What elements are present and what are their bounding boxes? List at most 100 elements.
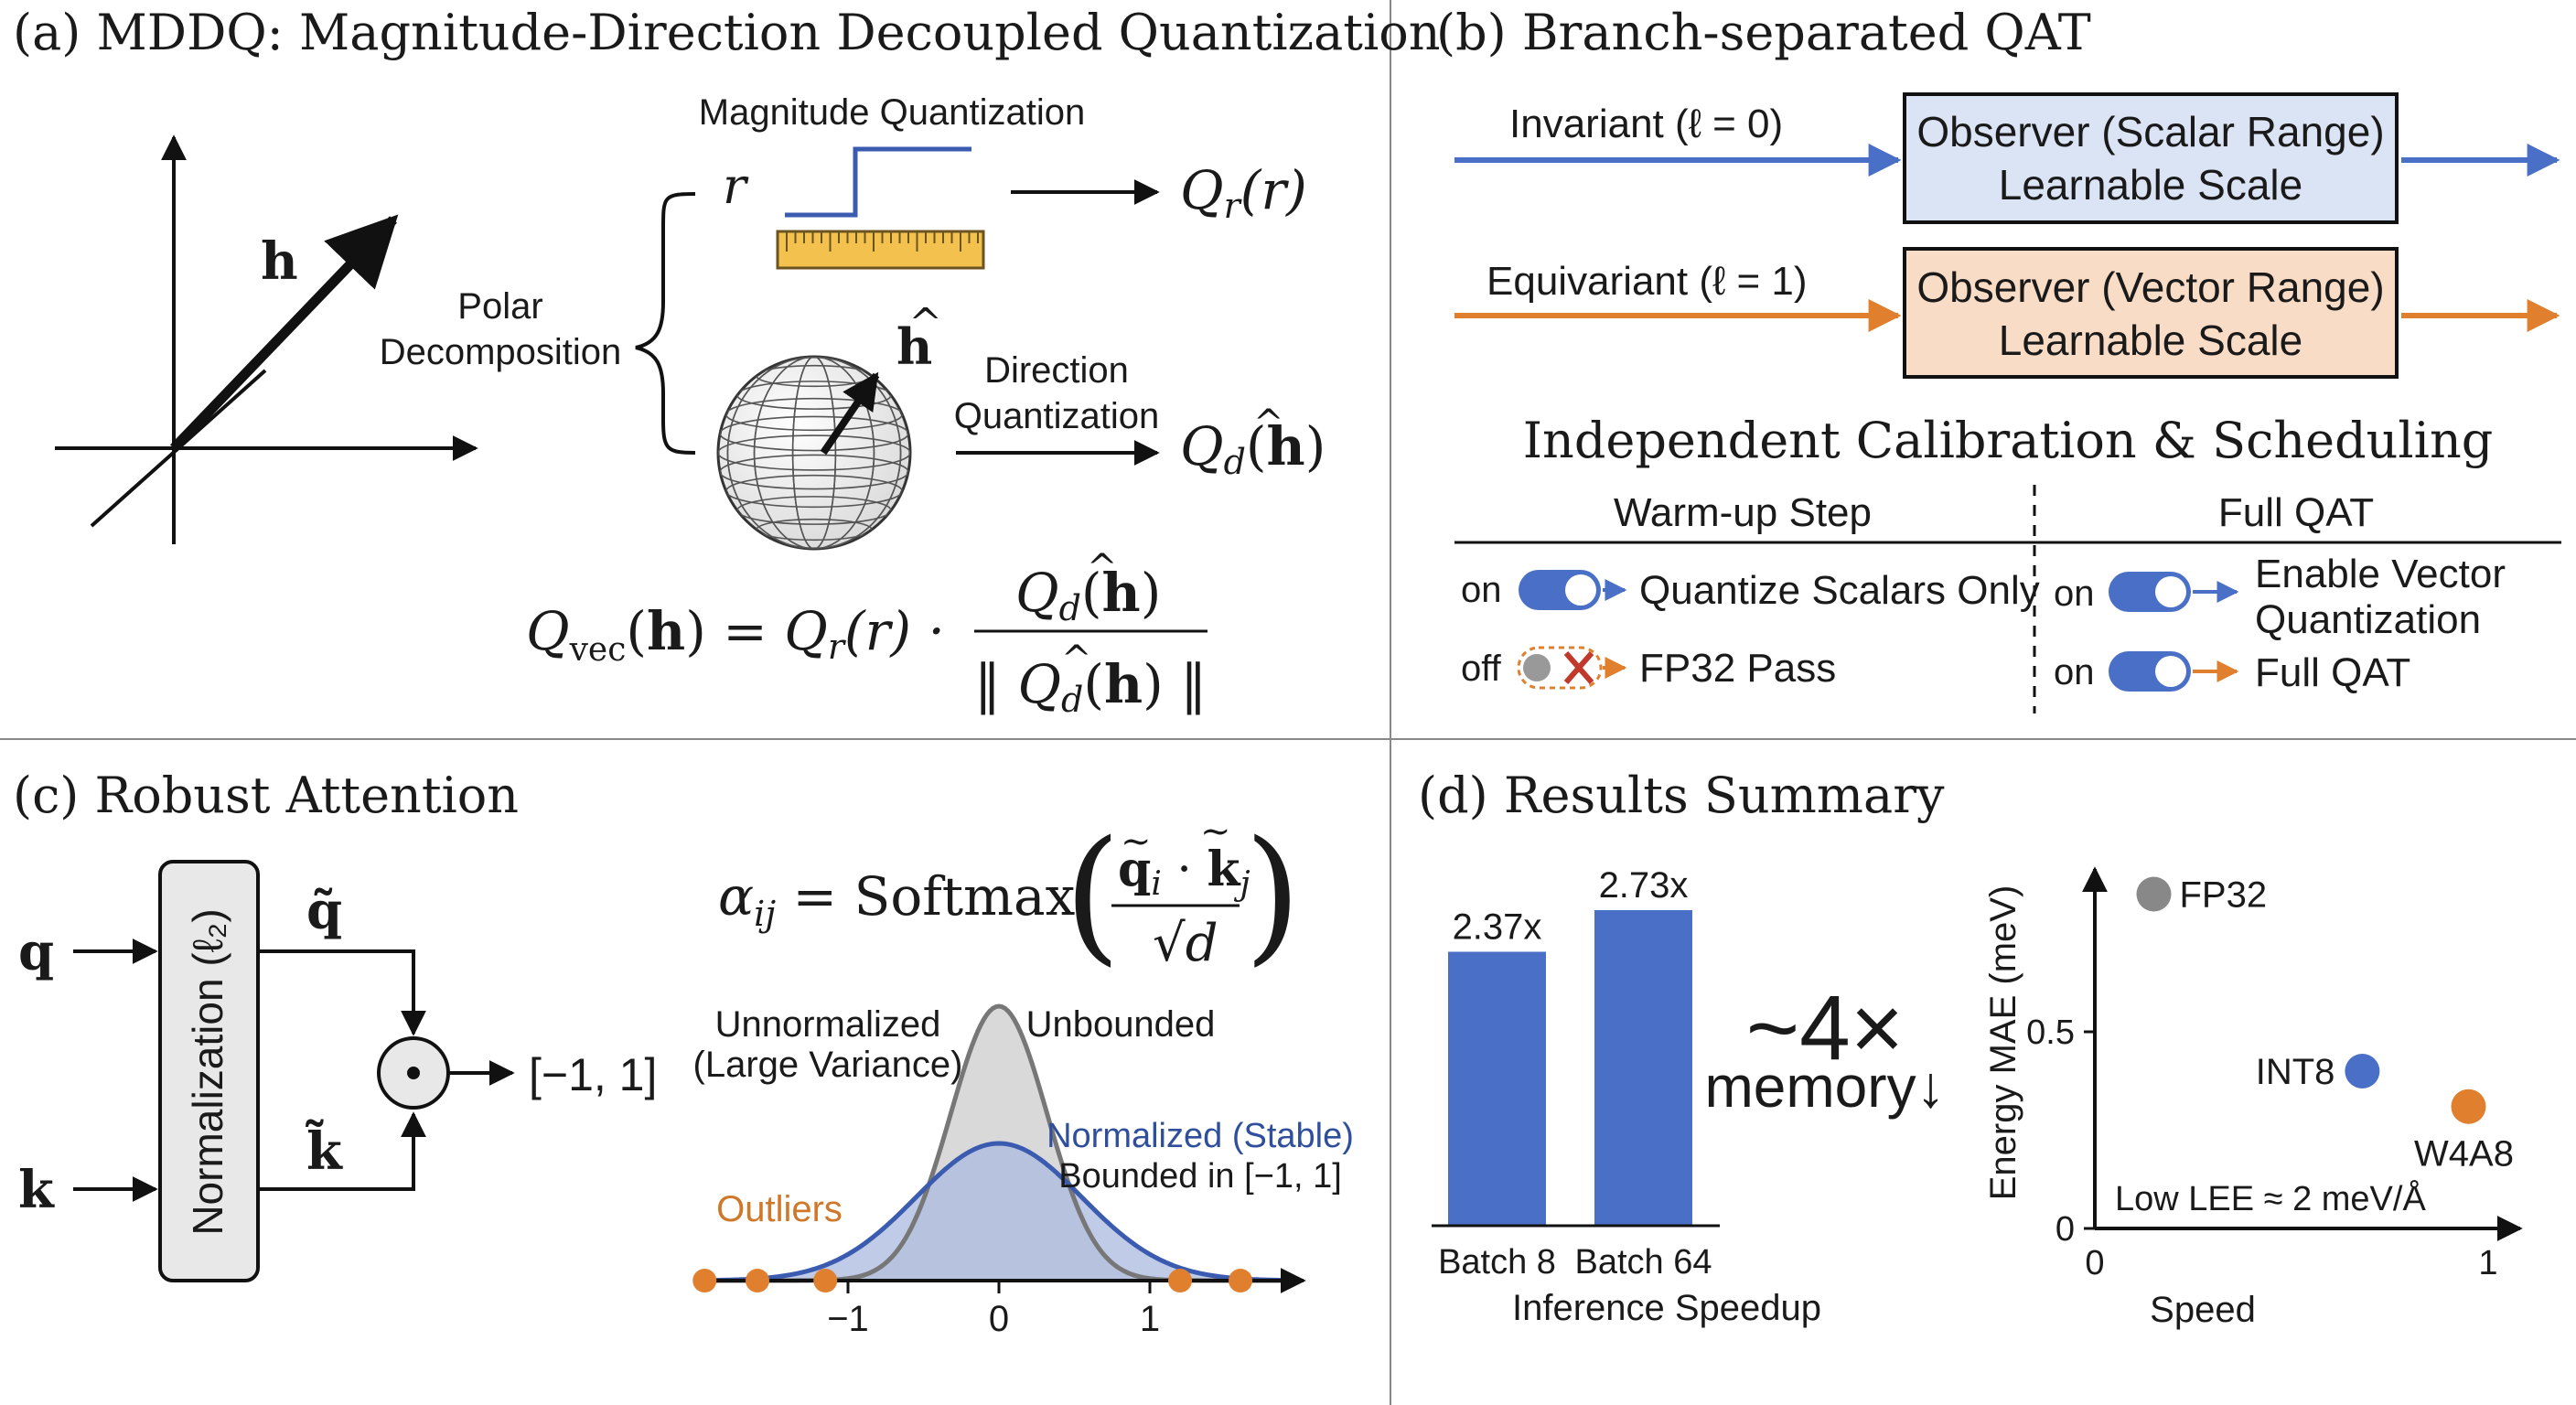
outlier-point — [1229, 1269, 1252, 1292]
svg-text:‖ Qd(h) ‖: ‖ Qd(h) ‖ — [974, 653, 1207, 720]
svg-text:^: ^ — [1061, 638, 1092, 681]
fullqat-header: Full QAT — [2218, 490, 2374, 535]
observer-scalar-line2: Learnable Scale — [1999, 161, 2302, 209]
curly-brace — [635, 192, 696, 455]
outlier-point — [1168, 1269, 1192, 1292]
scatter-point — [2451, 1089, 2486, 1124]
normalization-label: Normalization (ℓ₂) — [184, 908, 231, 1235]
observer-vector-line1: Observer (Vector Range) — [1916, 263, 2384, 311]
panel-a-title: (a) MDDQ: Magnitude-Direction Decoupled … — [13, 4, 1441, 61]
bar-category-label: Batch 8 — [1438, 1243, 1556, 1282]
unnormalized-label-1: Unnormalized — [715, 1004, 941, 1045]
softmax-formula: αij = Softmax ( ) qi · kj ~ ~ √d — [718, 809, 1301, 980]
bar-value-label: 2.37x — [1453, 906, 1542, 947]
range-label: [−1, 1] — [529, 1049, 657, 1100]
sphere-icon — [716, 355, 912, 551]
outlier-point — [692, 1269, 717, 1292]
panel-c: (c) Robust Attention q k Normalization (… — [13, 767, 1354, 1339]
scatter-x-tick: 0 — [2085, 1244, 2104, 1282]
ruler-icon — [776, 230, 985, 270]
enable-vector-text: Enable Vector — [2255, 552, 2506, 596]
outlier-point — [746, 1269, 769, 1292]
mddq-formula: Qvec(h) = Qr(r) · Qd(h) ^ ‖ Qd(h) ‖ ^ — [526, 547, 1208, 720]
hhat-arrow — [820, 371, 880, 456]
qd-hat: ^ — [1253, 402, 1284, 445]
k-tilde-path — [258, 1111, 426, 1191]
bounded-label: Bounded in [−1, 1] — [1058, 1157, 1342, 1196]
dist-tick-label: 1 — [1140, 1299, 1160, 1339]
observer-scalar-line1: Observer (Scalar Range) — [1916, 108, 2384, 156]
k-tilde-label: k̃ — [306, 1119, 343, 1182]
normalization-box — [158, 860, 260, 1282]
calibration-title: Independent Calibration & Scheduling — [1523, 412, 2494, 469]
state-on-fullqat-2: on — [2054, 652, 2095, 692]
panel-b: (b) Branch-separated QAT Invariant (ℓ = … — [1436, 4, 2561, 713]
direction-label: Direction — [984, 350, 1129, 391]
hhat-label: h^ — [896, 300, 942, 376]
bar-value-label: 2.73x — [1599, 865, 1689, 906]
q-tilde-label: q̃ — [306, 881, 342, 941]
scatter-point-label: FP32 — [2180, 875, 2268, 916]
svg-text:~: ~ — [1200, 810, 1231, 853]
full-qat-text: Full QAT — [2255, 650, 2410, 695]
scatter-x-tick: 1 — [2478, 1244, 2497, 1282]
normalized-label: Normalized (Stable) — [1046, 1117, 1354, 1155]
dist-tick-label: −1 — [827, 1299, 869, 1339]
state-off-warmup: off — [1461, 649, 1502, 689]
outlier-point — [813, 1269, 838, 1292]
qr-label: Qr(r) — [1180, 159, 1307, 226]
invariant-label: Invariant (ℓ = 0) — [1509, 102, 1783, 146]
quantize-scalars-text: Quantize Scalars Only — [1639, 568, 2040, 613]
panel-a: (a) MDDQ: Magnitude-Direction Decoupled … — [13, 4, 1441, 720]
memory-big: ~4× — [1746, 977, 1904, 1079]
panel-d-title: (d) Results Summary — [1418, 767, 1945, 824]
memory-small: memory↓ — [1704, 1054, 1945, 1120]
toggle-on-icon — [2109, 651, 2239, 692]
scatter-point-label: INT8 — [2256, 1052, 2335, 1092]
polar-label: Polar — [457, 286, 542, 327]
bar-xlabel: Inference Speedup — [1512, 1288, 1821, 1328]
speedup-bar — [1448, 951, 1546, 1226]
equivariant-label: Equivariant (ℓ = 1) — [1487, 259, 1808, 304]
bar-category-label: Batch 64 — [1575, 1243, 1712, 1282]
warmup-header: Warm-up Step — [1614, 490, 1872, 535]
speedup-bar — [1594, 910, 1692, 1226]
k-input-label: k — [18, 1160, 55, 1220]
observer-vector-box — [1903, 247, 2399, 379]
observer-scalar-box — [1903, 92, 2399, 224]
svg-text:Qd(h): Qd(h) — [1015, 562, 1161, 628]
scatter-y-tick: 0 — [2055, 1210, 2075, 1249]
scatter-xlabel: Speed — [2150, 1290, 2256, 1330]
vector-h-arrow — [170, 214, 399, 452]
scatter-point — [2136, 876, 2172, 912]
svg-text:√d: √d — [1153, 914, 1218, 973]
panel-b-title: (b) Branch-separated QAT — [1436, 4, 2091, 61]
svg-text:): ) — [1244, 809, 1301, 980]
panel-c-title: (c) Robust Attention — [13, 767, 519, 824]
scatter-ylabel: Energy MAE (meV) — [1983, 885, 2023, 1201]
unbounded-label: Unbounded — [1026, 1004, 1216, 1045]
svg-text:qi · kj: qi · kj — [1118, 842, 1250, 903]
quantization-text: Quantization — [2255, 597, 2481, 642]
svg-text:(: ( — [1064, 809, 1121, 980]
q-input-label: q — [18, 922, 54, 982]
toggle-off-icon — [1517, 646, 1627, 690]
outliers-label: Outliers — [716, 1189, 843, 1229]
quantization-label: Quantization — [954, 396, 1160, 436]
state-on-warmup: on — [1461, 570, 1502, 610]
scatter-point — [2345, 1054, 2380, 1089]
state-on-fullqat-1: on — [2054, 574, 2095, 614]
scatter-point-label: W4A8 — [2414, 1134, 2514, 1174]
qd-label: Qd(h) — [1180, 415, 1326, 482]
svg-text:^: ^ — [1087, 547, 1118, 589]
q-tilde-path — [258, 949, 426, 1036]
normalized-curve — [712, 1141, 1286, 1283]
scatter-y-tick: 0.5 — [2026, 1014, 2075, 1052]
step-function — [785, 146, 971, 218]
r-label: r — [723, 157, 749, 215]
decomposition-label: Decomposition — [380, 332, 622, 372]
svg-text:αij = Softmax: αij = Softmax — [718, 865, 1075, 934]
toggle-on-icon — [1519, 570, 1627, 610]
